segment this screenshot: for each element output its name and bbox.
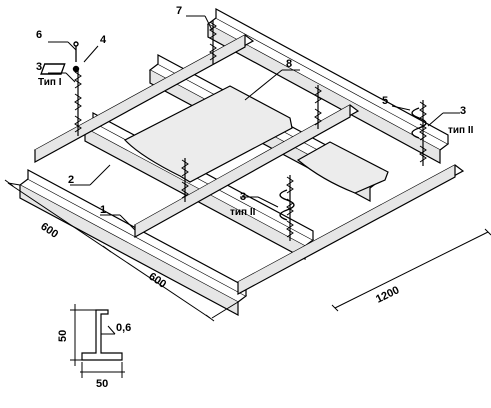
cross-rails <box>33 34 465 296</box>
ceiling-panels <box>124 85 389 194</box>
type-ii-label-right: тип II <box>448 125 474 136</box>
callout-3-type-ii-center: 3 <box>240 191 246 203</box>
callout-1: 1 <box>100 204 106 216</box>
callout-4: 4 <box>100 34 107 46</box>
hanger-connectors <box>40 41 427 221</box>
type-i-label: Тип I <box>38 77 62 88</box>
dimension-600-first: 600 <box>38 221 60 241</box>
callout-6: 6 <box>36 29 42 41</box>
callout-2: 2 <box>68 174 74 186</box>
dimension-lines <box>4 179 491 322</box>
callout-3-type-i: 3 <box>36 61 42 73</box>
type-ii-label-center: тип II <box>230 207 256 218</box>
callout-8: 8 <box>286 58 292 70</box>
profile-width-label: 50 <box>96 378 108 390</box>
callout-7: 7 <box>176 5 182 17</box>
leader-lines <box>48 15 460 231</box>
callout-5: 5 <box>382 95 388 107</box>
profile-thickness-label: 0,6 <box>116 322 131 334</box>
dimension-1200: 1200 <box>374 284 401 306</box>
profile-height-label: 50 <box>57 330 69 342</box>
main-rails <box>18 7 450 317</box>
callout-3-type-ii-right: 3 <box>460 105 466 117</box>
profile-section <box>70 304 125 378</box>
